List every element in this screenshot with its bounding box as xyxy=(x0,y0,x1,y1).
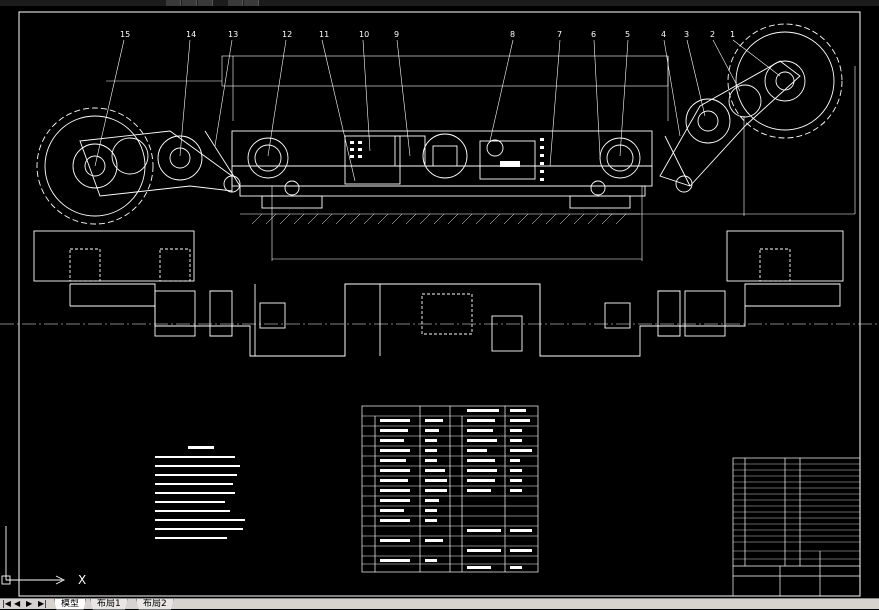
balloon-numbers: 15 14 13 12 11 10 9 8 7 6 5 4 3 2 1 xyxy=(120,30,735,39)
balloon-leaders xyxy=(94,39,781,182)
balloon-8: 8 xyxy=(510,30,515,39)
toolbar-button[interactable] xyxy=(198,0,213,6)
rocker-arms xyxy=(79,60,801,197)
prev-tab-icon[interactable]: ◀ xyxy=(14,599,21,608)
cad-drawing-canvas[interactable]: 15 14 13 12 11 10 9 8 7 6 5 4 3 2 1 xyxy=(0,6,879,598)
toolbar-button[interactable] xyxy=(244,0,259,6)
balloon-3: 3 xyxy=(684,30,689,39)
plan-view xyxy=(0,230,879,357)
cabinet-details xyxy=(350,138,544,181)
balloon-15: 15 xyxy=(120,30,130,39)
tab-model[interactable]: 模型 xyxy=(54,599,87,610)
ucs-x-label: X xyxy=(78,573,86,587)
top-toolbar-strip xyxy=(0,0,879,6)
balloon-12: 12 xyxy=(282,30,292,39)
technical-parameters-text-marks xyxy=(380,409,532,569)
balloon-11: 11 xyxy=(319,30,329,39)
left-cutting-drum xyxy=(36,107,154,225)
technical-requirements-notes xyxy=(155,446,245,539)
last-tab-icon[interactable]: ▶| xyxy=(38,599,47,608)
balloon-4: 4 xyxy=(661,30,666,39)
parts-list-title-block xyxy=(732,457,861,597)
overall-dimension-frame xyxy=(106,55,856,261)
balloon-7: 7 xyxy=(557,30,562,39)
balloon-9: 9 xyxy=(394,30,399,39)
ucs-axis-icon xyxy=(1,526,66,585)
balloon-1: 1 xyxy=(730,30,735,39)
shearer-main-body xyxy=(231,130,653,209)
balloon-14: 14 xyxy=(186,30,196,39)
balloon-5: 5 xyxy=(625,30,630,39)
toolbar-button[interactable] xyxy=(228,0,243,6)
drawing-border xyxy=(18,11,861,597)
toolbar-button[interactable] xyxy=(182,0,197,6)
balloon-6: 6 xyxy=(591,30,596,39)
next-tab-icon[interactable]: ▶ xyxy=(26,599,33,608)
parts-list-rows xyxy=(733,463,860,560)
tab-layout2[interactable]: 布局2 xyxy=(136,599,174,610)
ground-hatching xyxy=(240,213,640,225)
toolbar-button[interactable] xyxy=(166,0,181,6)
layout-tab-bar: |◀ ◀ ▶ ▶| 模型 布局1 布局2 xyxy=(0,598,879,610)
balloon-13: 13 xyxy=(228,30,238,39)
technical-parameters-rows xyxy=(362,415,538,565)
tab-layout1[interactable]: 布局1 xyxy=(90,599,128,610)
balloon-2: 2 xyxy=(710,30,715,39)
balloon-10: 10 xyxy=(359,30,369,39)
first-tab-icon[interactable]: |◀ xyxy=(2,599,11,608)
